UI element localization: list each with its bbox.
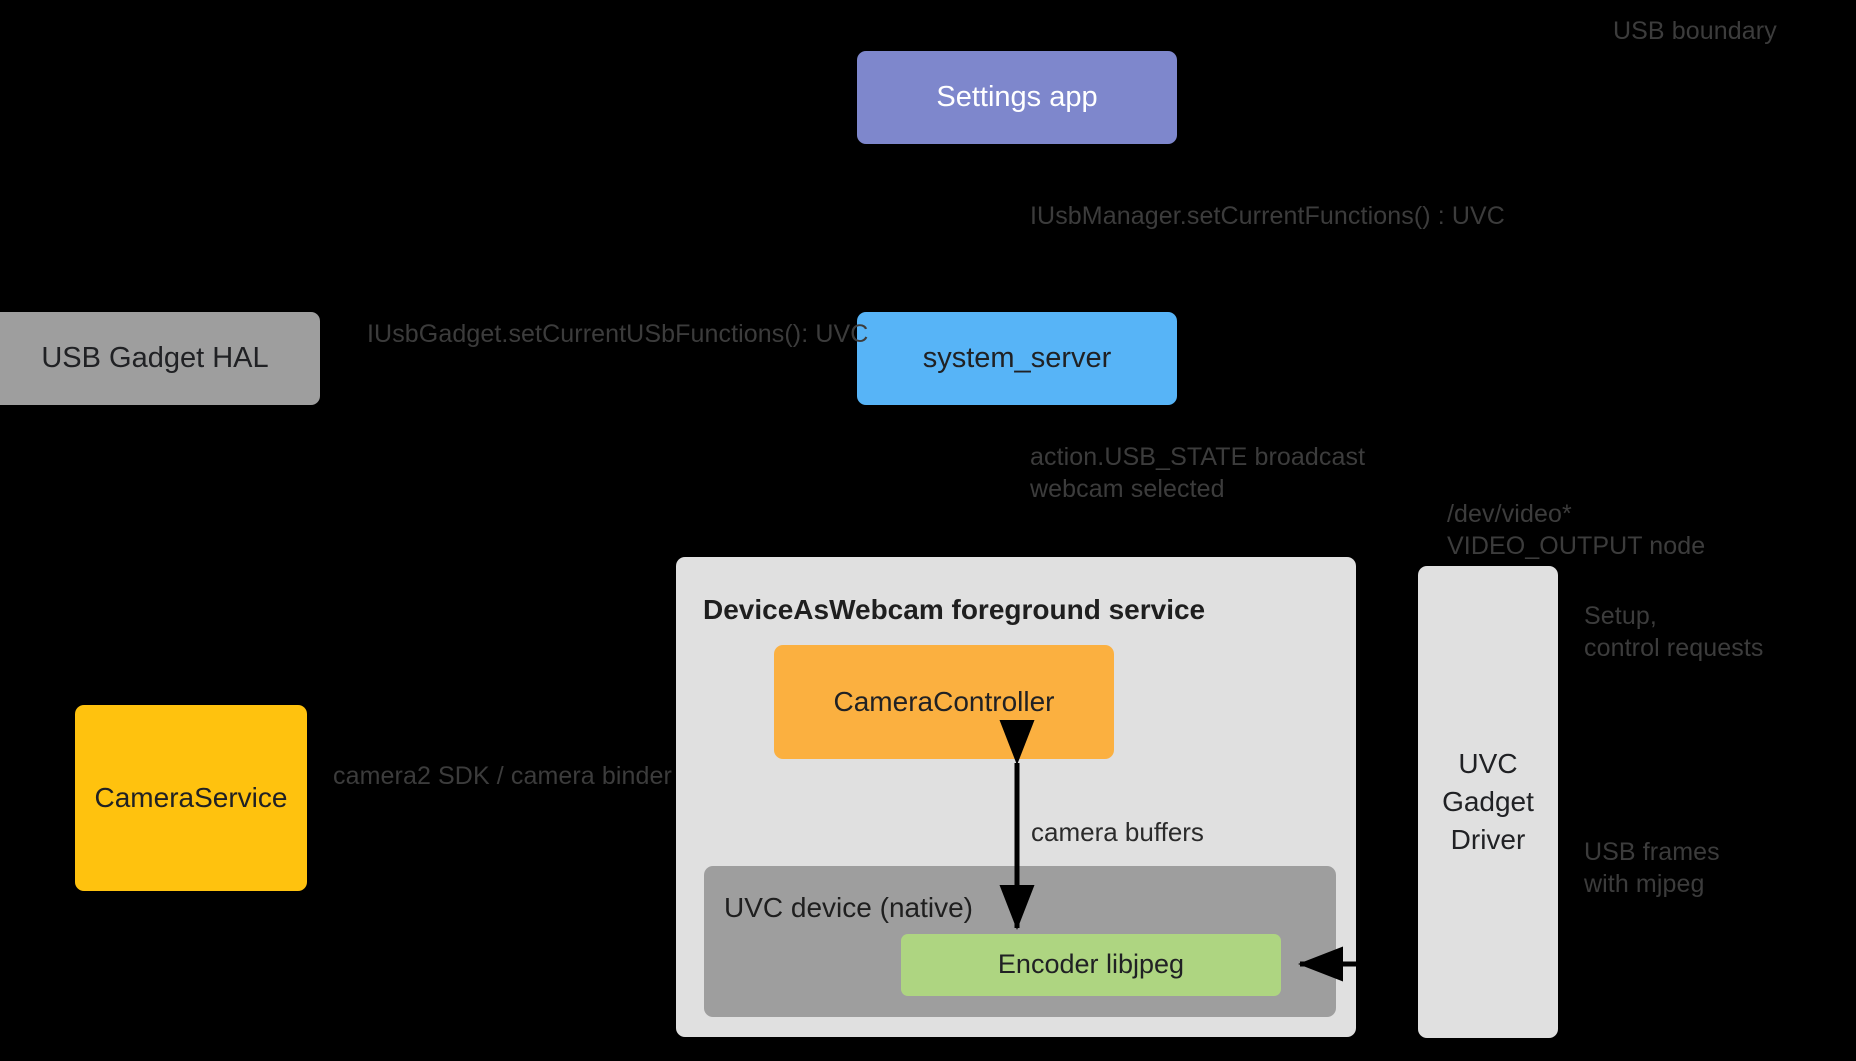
edge-label-setup-control-requests: Setup, control requests	[1584, 602, 1764, 662]
deviceaswebcam-service-title: DeviceAsWebcam foreground service	[703, 594, 1206, 625]
node-settings-app[interactable]: Settings app	[857, 51, 1177, 144]
node-uvc-gadget-driver[interactable]: UVC Gadget Driver	[1418, 566, 1558, 1038]
node-uvc-device-native[interactable]: UVC device (native) Encoder libjpeg	[704, 866, 1336, 1017]
edge-label-camera2-sdk: camera2 SDK / camera binder	[333, 762, 672, 790]
node-camera-service[interactable]: CameraService	[75, 705, 307, 891]
node-encoder-libjpeg[interactable]: Encoder libjpeg	[901, 934, 1281, 996]
node-camera-controller[interactable]: CameraController	[774, 645, 1114, 759]
edge-label-usb-frames-mjpeg: USB frames with mjpeg	[1584, 838, 1720, 898]
edge-label-iusbmanager: IUsbManager.setCurrentFunctions() : UVC	[1030, 202, 1505, 230]
node-deviceaswebcam-service[interactable]: DeviceAsWebcam foreground service Camera…	[676, 557, 1356, 1037]
node-usb-gadget-hal[interactable]: USB Gadget HAL	[0, 312, 320, 405]
usb-boundary-label: USB boundary	[1613, 17, 1777, 45]
edge-label-dev-video-node: /dev/video* VIDEO_OUTPUT node	[1447, 500, 1706, 560]
node-system-server[interactable]: system_server	[857, 312, 1177, 405]
edge-label-usb-state-broadcast: action.USB_STATE broadcast webcam select…	[1030, 443, 1366, 503]
uvc-device-native-title: UVC device (native)	[724, 892, 973, 923]
edge-label-camera-buffers: camera buffers	[1031, 817, 1204, 847]
edge-label-iusbgadget: IUsbGadget.setCurrentUSbFunctions(): UVC	[367, 320, 869, 348]
